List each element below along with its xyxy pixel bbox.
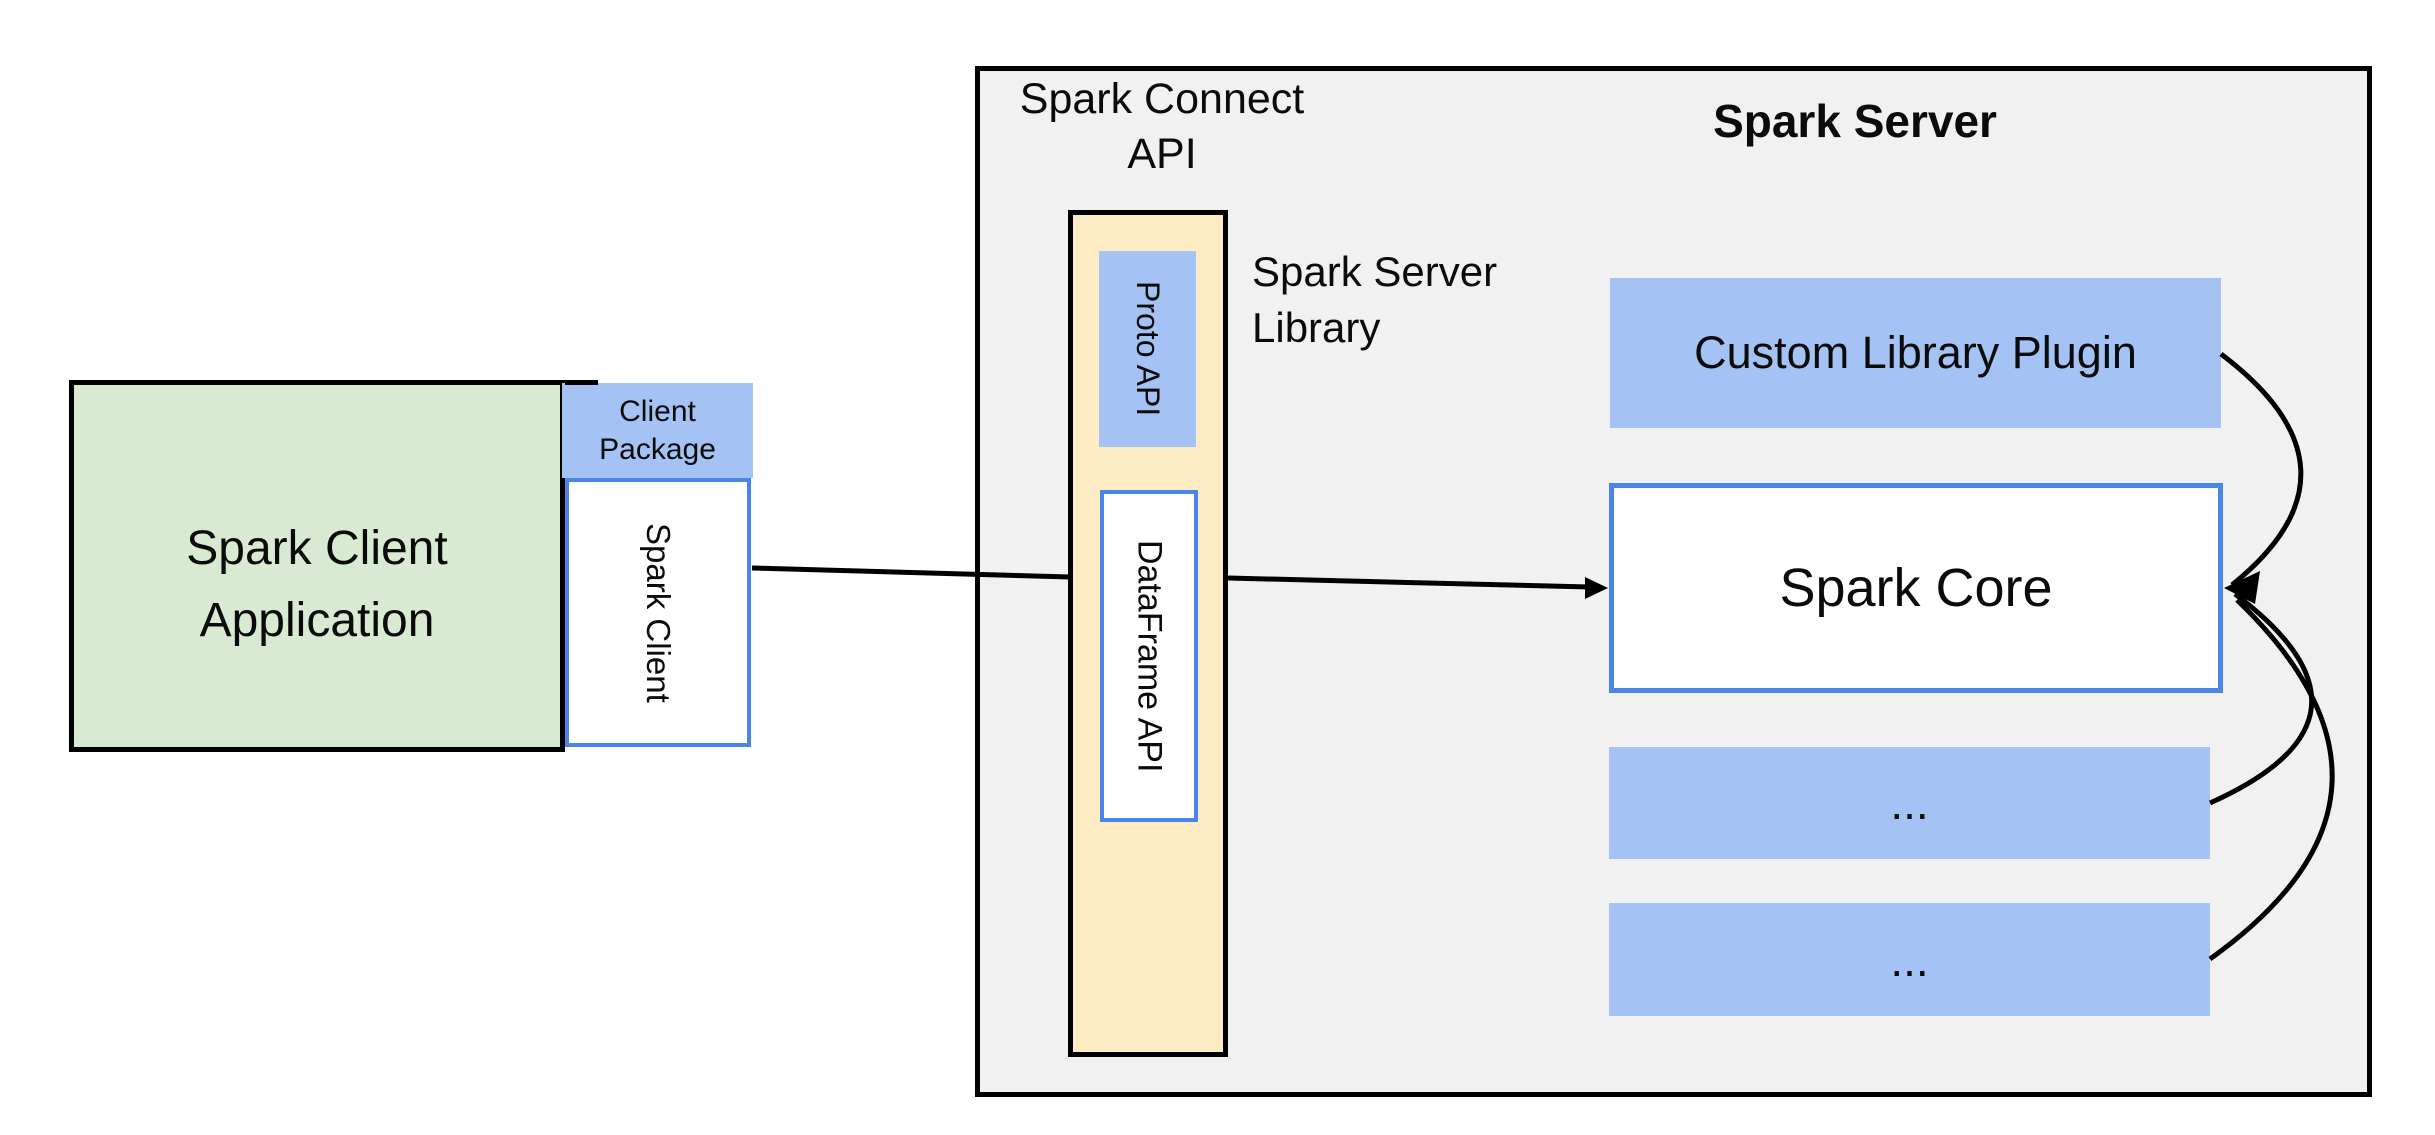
spark-core-box: Spark Core (1609, 483, 2223, 693)
spark-server-library-label-line1: Spark Server (1252, 248, 1498, 295)
spark-client-application-label-line1: Spark Client (186, 522, 448, 575)
client-package-label-line2: Package (599, 432, 716, 466)
custom-library-plugin-label: Custom Library Plugin (1694, 327, 2137, 378)
proto-api-box: Proto API (1099, 251, 1196, 447)
spark-client-application-label-line2: Application (199, 594, 435, 647)
client-package-label-line1: Client (619, 394, 696, 428)
spark-server-library-label: Spark Server Library (1252, 244, 1582, 356)
spark-connect-api-title-line2: API (1127, 130, 1197, 178)
green-box-border-overhang (565, 380, 598, 385)
spark-client-box: Spark Client (565, 478, 751, 747)
custom-library-plugin-box: Custom Library Plugin (1610, 278, 2221, 428)
proto-api-label: Proto API (1130, 281, 1166, 417)
spark-core-label: Spark Core (1779, 558, 2053, 618)
spark-client-application-label: Spark Client Application (186, 475, 447, 657)
spark-connect-api-title: Spark Connect API (972, 72, 1352, 182)
spark-server-title: Spark Server (1713, 95, 1997, 147)
spark-client-application-box: Spark Client Application (69, 380, 565, 752)
dataframe-api-box: DataFrame API (1100, 490, 1198, 822)
spark-server-library-label-line2: Library (1252, 304, 1381, 351)
more-plugins-box-1: ... (1609, 747, 2210, 859)
spark-connect-api-title-line1: Spark Connect (1019, 75, 1305, 123)
client-package-label: Client Package (599, 393, 716, 469)
more-plugins-box-2: ... (1609, 903, 2210, 1016)
more-plugins-label-2: ... (1890, 933, 1929, 986)
spark-client-box-label: Spark Client (640, 522, 677, 703)
client-package-box: Client Package (562, 383, 753, 478)
more-plugins-label-1: ... (1890, 777, 1929, 829)
dataframe-api-label: DataFrame API (1130, 539, 1169, 773)
